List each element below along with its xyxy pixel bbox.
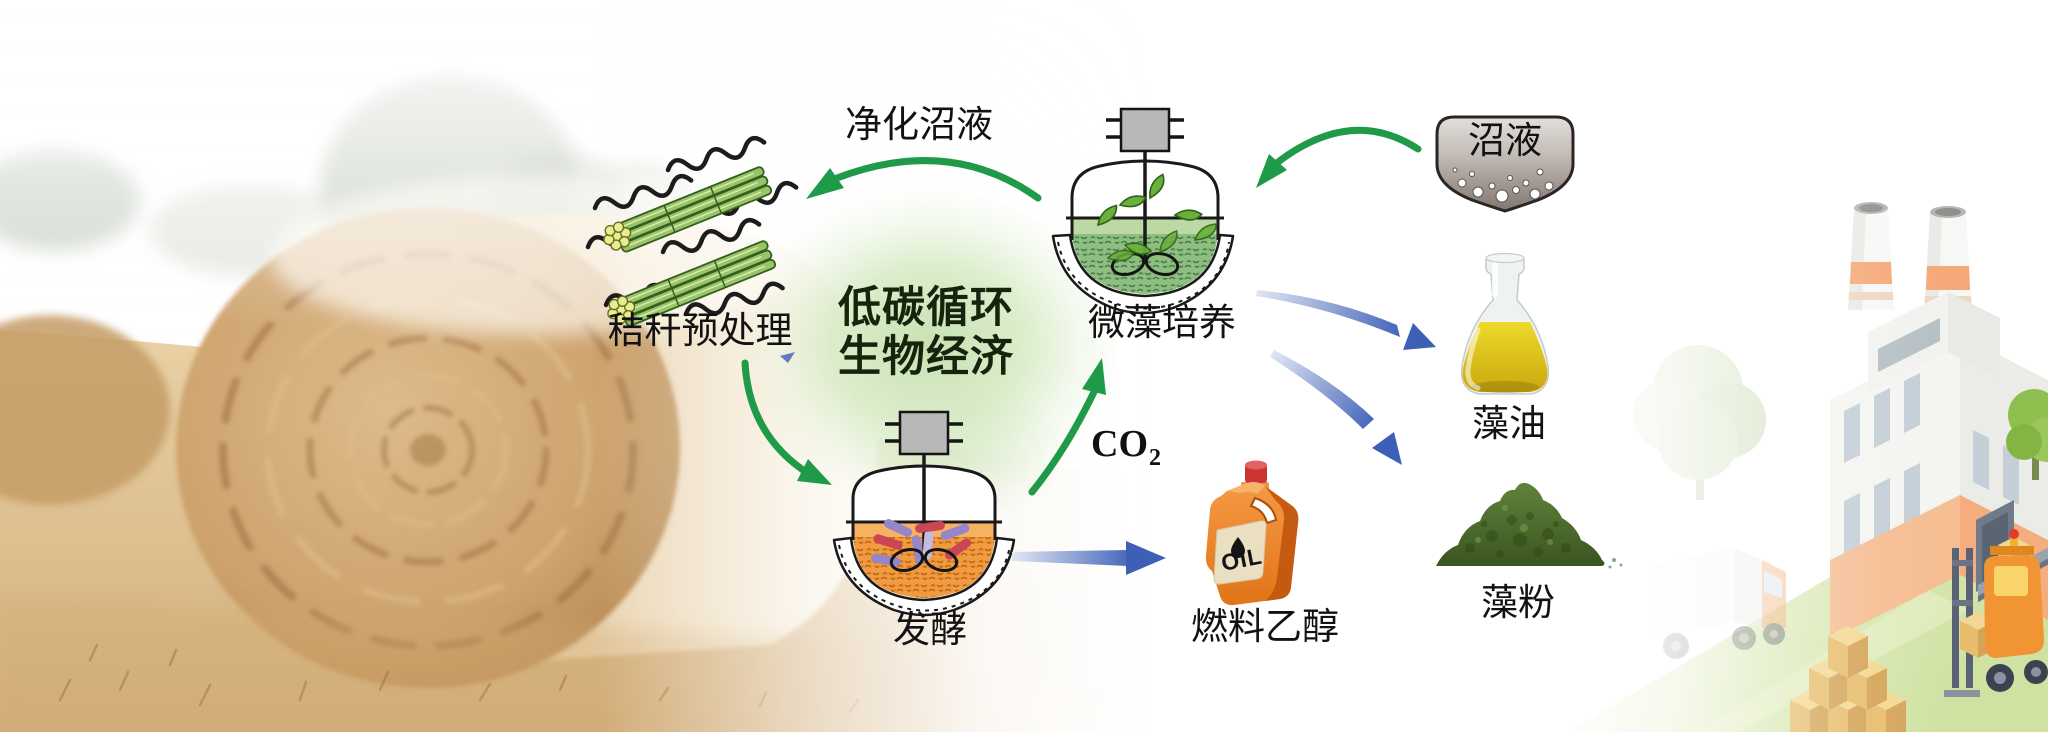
label-fuel-ethanol: 燃料乙醇 (1191, 607, 1339, 648)
arrow-co2 (1028, 388, 1098, 496)
insulation-jacket (1051, 233, 1235, 315)
blue-arrow-heads (780, 323, 1436, 575)
jug-handle (1249, 496, 1278, 525)
bioreactor-microalgae-icon (1051, 107, 1235, 315)
slurry-bubbles (1452, 167, 1554, 203)
algae-leaves (1097, 173, 1218, 262)
center-title: 低碳循环 生物经济 (838, 284, 1014, 382)
bioreactor-fermentation-icon (832, 410, 1016, 617)
blue-arrows (780, 290, 1436, 575)
straw-bundle-2 (607, 240, 777, 327)
arrow-straw-to-fermentation (741, 359, 807, 474)
label-microalgae-culture: 微藻培养 (1088, 303, 1236, 344)
motor (1106, 107, 1184, 153)
factory-fade-left (1548, 0, 2048, 732)
arrow-fermentation-to-ethanol (1012, 550, 1128, 566)
co2-base: CO (1091, 423, 1148, 465)
stirrer-impeller (889, 547, 959, 573)
oil-liquid (1462, 322, 1548, 392)
label-algae-oil: 藻油 (1472, 404, 1546, 445)
label-algae-powder: 藻粉 (1481, 583, 1555, 624)
arrow-slurry-to-algae (1274, 126, 1422, 166)
label-straw-pretreatment: 秸秆预处理 (607, 311, 793, 352)
label-purified-slurry: 净化沼液 (845, 105, 993, 146)
label-biogas-slurry: 沼液 (1468, 121, 1542, 162)
straw-bundle-1 (603, 166, 773, 253)
label-fermentation: 发酵 (893, 610, 967, 651)
motor (885, 410, 963, 456)
fuel-ethanol-jug-icon: OIL (1205, 460, 1299, 606)
co2-subscript: 2 (1149, 445, 1161, 471)
arrow-algae-to-powder (1270, 350, 1374, 429)
algae-oil-flask-icon (1460, 252, 1550, 395)
arrow-algae-to-oil (1256, 290, 1400, 337)
center-title-line2: 生物经济 (838, 334, 1014, 381)
biogas-slurry-icon (1435, 115, 1575, 213)
center-title-line1: 低碳循环 (838, 285, 1014, 332)
arrow-purified-slurry (833, 157, 1042, 202)
insulation-jacket (832, 536, 1016, 617)
algae-powder-icon (1436, 482, 1623, 569)
hay-bale-photo (0, 0, 1150, 732)
green-arrows (741, 126, 1422, 496)
oil-drop-icon (1231, 537, 1245, 558)
label-co2: CO2 (1091, 422, 1161, 471)
green-arrow-heads (797, 154, 1287, 485)
straw-fibers-icon (586, 136, 798, 327)
factory-illustration (1548, 0, 2048, 732)
